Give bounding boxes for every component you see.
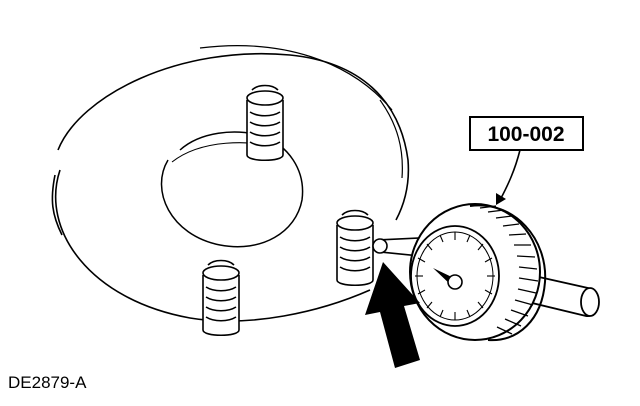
hub-flange — [51, 45, 410, 322]
tool-callout-box — [469, 116, 584, 151]
dial-needle — [433, 268, 463, 290]
figure-id: DE2879-A — [8, 373, 87, 392]
dial-bezel-knurl — [479, 205, 539, 335]
wheel-stud-bottom — [202, 259, 240, 337]
dial-graduations — [415, 232, 495, 320]
wheel-stud-right — [336, 209, 374, 287]
wheel-stud-top — [246, 84, 284, 162]
dial-indicator — [409, 203, 547, 342]
arrow-up-icon — [365, 262, 420, 368]
tool-callout-label: 100-002 — [487, 123, 564, 146]
callout-leader — [499, 149, 521, 201]
tool-callout: 100-002 — [469, 116, 584, 205]
